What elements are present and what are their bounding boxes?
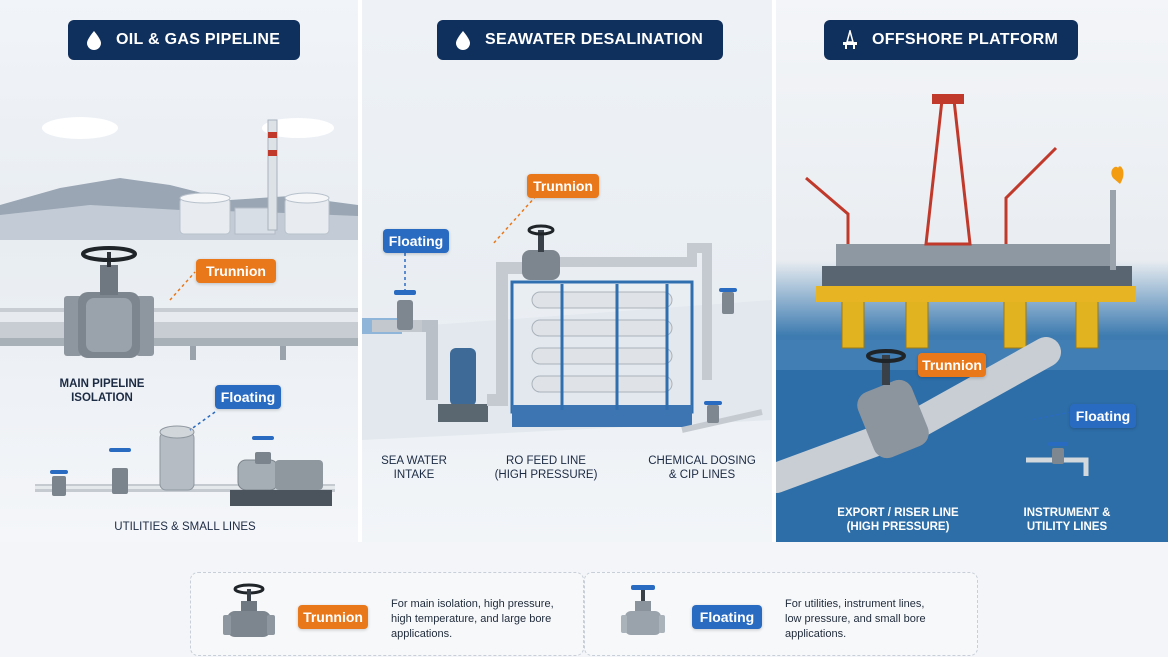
desalination-title-text: SEAWATER DESALINATION	[485, 31, 704, 48]
desalination-trunnion-tag: Trunnion	[527, 174, 599, 198]
sea-water-intake-caption: SEA WATER INTAKE	[381, 455, 447, 481]
offshore-trunnion-tag: Trunnion	[918, 353, 986, 377]
panel-divider	[772, 0, 776, 542]
offshore-illustration	[776, 94, 1168, 542]
oil-gas-title-text: OIL & GAS PIPELINE	[116, 31, 281, 48]
desalination-panel: SEAWATER DESALINATION Trunnion Floating …	[362, 0, 772, 542]
offshore-panel: OFFSHORE PLATFORM Trunnion Floating EXPO…	[776, 0, 1168, 542]
droplet-icon	[84, 30, 104, 50]
legend-floating-tag: Floating	[692, 605, 762, 629]
instrument-utility-caption: INSTRUMENT & UTILITY LINES	[1023, 507, 1111, 533]
trunnion-valve-icon	[223, 583, 275, 637]
panel-divider	[358, 0, 362, 542]
legend-trunnion-tag: Trunnion	[298, 605, 368, 629]
oil-gas-illustration	[0, 117, 358, 506]
desalination-floating-tag: Floating	[383, 229, 449, 253]
oil-gas-trunnion-tag: Trunnion	[196, 259, 276, 283]
desalination-illustration	[362, 195, 772, 440]
export-riser-caption: EXPORT / RISER LINE (HIGH PRESSURE)	[837, 507, 959, 533]
main-pipeline-caption: MAIN PIPELINE ISOLATION	[59, 378, 145, 404]
oil-gas-title: OIL & GAS PIPELINE	[68, 20, 301, 60]
offshore-title-text: OFFSHORE PLATFORM	[872, 31, 1059, 48]
legend-floating-text: For utilities, instrument lines, low pre…	[785, 598, 926, 640]
oil-gas-panel: OIL & GAS PIPELINE Trunnion Floating MAI…	[0, 0, 358, 542]
ro-feed-line-caption: RO FEED LINE (HIGH PRESSURE)	[494, 455, 598, 481]
offshore-title: OFFSHORE PLATFORM	[824, 20, 1079, 60]
desalination-title: SEAWATER DESALINATION	[437, 20, 724, 60]
legend-trunnion-card: Trunnion For main isolation, high pressu…	[190, 572, 584, 656]
legend-floating-card: Floating For utilities, instrument lines…	[584, 572, 978, 656]
chemical-dosing-caption: CHEMICAL DOSING & CIP LINES	[648, 455, 756, 481]
droplet-icon	[453, 30, 473, 50]
legend-trunnion-text: For main isolation, high pressure, high …	[391, 598, 554, 640]
utilities-caption: UTILITIES & SMALL LINES	[114, 521, 256, 533]
oil-rig-icon	[840, 30, 860, 50]
floating-valve-icon	[621, 585, 665, 635]
offshore-floating-tag: Floating	[1070, 404, 1136, 428]
oil-gas-floating-tag: Floating	[215, 385, 281, 409]
